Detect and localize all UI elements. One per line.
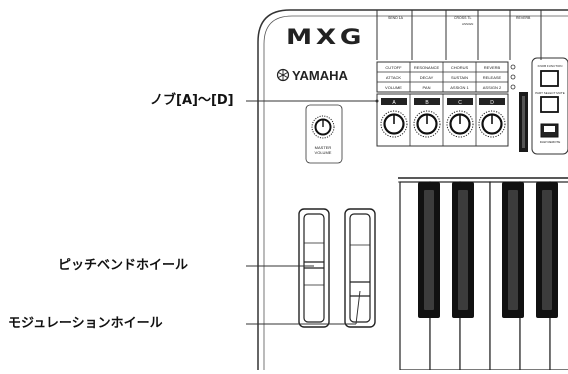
instrument-body [257, 9, 568, 370]
vertical-fader-strip [519, 92, 528, 152]
master-volume-knob[interactable] [305, 104, 343, 164]
knob-function-leds [510, 64, 516, 90]
func-r3-c1: VOLUME [385, 85, 402, 90]
knob-area-dividers [409, 94, 477, 146]
knob-b[interactable] [413, 110, 441, 138]
yamaha-emblem-icon [276, 68, 290, 82]
daw-remote-label: DAW REMOTE [540, 140, 561, 144]
knob-area-frame [376, 93, 509, 147]
func-r2-c1: ATTACK [386, 75, 402, 80]
master-volume-label-2: VOLUME [315, 150, 332, 155]
knob-a[interactable] [380, 110, 408, 138]
func-r3-c2: PAN [423, 85, 431, 90]
func-r1-c2: RESONANCE [414, 65, 440, 70]
knob-function-grid [376, 61, 509, 93]
instrument-inner-bevel [263, 15, 568, 370]
func-r2-c3: SUSTAIN [451, 75, 468, 80]
callout-knobs: ノブ[A]～[D] [150, 93, 234, 108]
knob-d[interactable] [478, 110, 506, 138]
func-r3-c4: ASSIGN 2 [483, 85, 502, 90]
daw-remote-button-face [544, 126, 555, 132]
func-r1-c3: CHORUS [451, 65, 469, 70]
brand-name: YAMAHA [292, 68, 348, 83]
part-select-mute-label: PART SELECT MUTE [535, 91, 564, 95]
black-keys [418, 182, 558, 318]
keyboard [398, 177, 568, 371]
callout-leaders [246, 100, 377, 325]
top-strip-label-2: CROSS TL [454, 16, 471, 20]
func-r2-c2: DECAY [420, 75, 434, 80]
knob-function-button[interactable] [540, 70, 559, 87]
knob-function-label: KNOB FUNCTION [538, 64, 563, 68]
func-r1-c4: REVERB [484, 65, 501, 70]
modulation-wheel[interactable] [344, 208, 376, 328]
knob-letter-c: C [458, 100, 462, 106]
knob-callout-dot [375, 99, 379, 103]
knob-letter-tabs [381, 98, 505, 105]
knob-letter-b: B [425, 100, 429, 106]
top-strip-label-1: SEND 1A [388, 16, 404, 20]
top-strip-label-4: REVERB [516, 16, 531, 20]
func-r2-c4: RELEASE [483, 75, 502, 80]
master-volume-label-1: MASTER [315, 145, 332, 150]
knob-letter-a: A [392, 100, 396, 106]
pitch-bend-wheel[interactable] [298, 208, 330, 328]
top-strip [376, 10, 542, 60]
knob-c[interactable] [446, 110, 474, 138]
callout-pitch-bend-wheel: ピッチベンドホイール [58, 258, 189, 273]
top-strip-label-3: ASSIGN [462, 22, 473, 26]
func-r1-c1: CUTOFF [385, 65, 402, 70]
right-button-panel [531, 57, 568, 155]
callout-modulation-wheel: モジュレーションホイール [8, 316, 163, 331]
part-select-mute-button[interactable] [540, 96, 559, 113]
knob-letter-d: D [490, 100, 494, 106]
model-logo: MXG [286, 25, 365, 50]
func-r3-c3: ASSIGN 1 [450, 85, 469, 90]
